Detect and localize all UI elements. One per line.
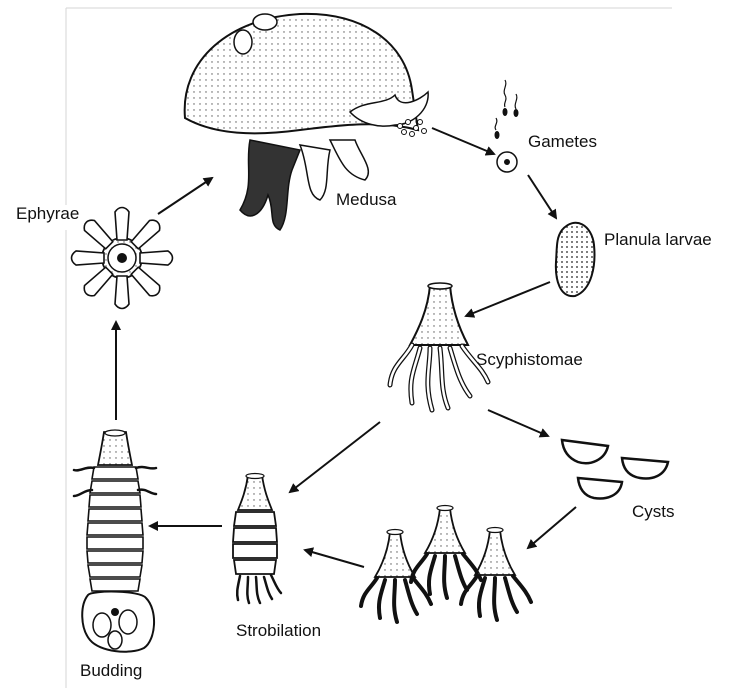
budding-illustration <box>74 430 156 652</box>
arrow-medusa-to-gametes <box>432 128 494 154</box>
label-strobilation: Strobilation <box>236 622 321 639</box>
ephyra-illustration <box>72 208 173 309</box>
label-budding: Budding <box>80 662 142 679</box>
cysts-illustration <box>562 440 668 498</box>
arrow-gametes-to-planula <box>528 175 556 218</box>
label-medusa: Medusa <box>336 191 396 208</box>
scyphistoma-illustration <box>390 283 488 410</box>
strobilation-illustration <box>233 474 281 604</box>
polyps-group-illustration <box>361 506 531 623</box>
arrow-scyphistoma-to-cysts <box>488 410 548 436</box>
label-cysts: Cysts <box>632 503 675 520</box>
planula-larva-illustration <box>556 223 595 296</box>
label-ephyrae: Ephyrae <box>16 205 79 222</box>
label-planula-larvae: Planula larvae <box>604 231 712 248</box>
arrow-planula-to-scyphistoma <box>466 282 550 316</box>
arrow-ephyrae-to-medusa <box>158 178 212 214</box>
arrow-polyps-to-strobilation <box>305 550 364 567</box>
label-gametes: Gametes <box>528 133 597 150</box>
arrow-scyphistoma-to-strobilation <box>290 422 380 492</box>
gametes-illustration <box>495 80 519 172</box>
label-scyphistomae: Scyphistomae <box>476 351 583 368</box>
arrow-cysts-to-polyps <box>528 507 576 548</box>
